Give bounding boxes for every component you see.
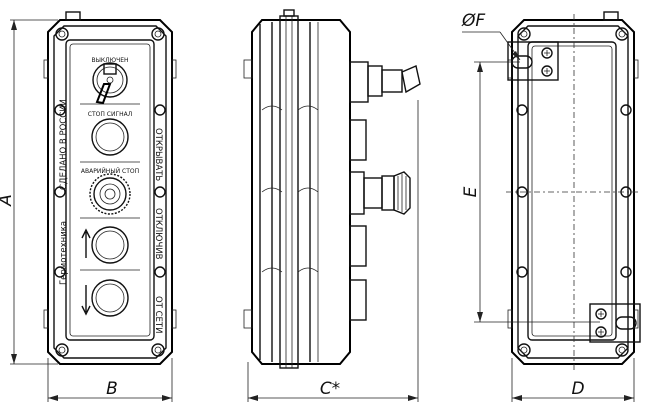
mounting-bracket-top	[507, 41, 559, 81]
button-label-2: СТОП СИГНАЛ	[88, 111, 132, 118]
dimension-a-label: A	[0, 194, 16, 207]
brand-text: Гермотехника	[59, 221, 69, 285]
dimension-f-label: ØF	[461, 11, 485, 31]
button-label-3: АВАРИЙНЫЙ СТОП	[81, 168, 139, 175]
push-button-up	[81, 226, 129, 264]
mounting-bracket-bottom	[589, 303, 641, 343]
dimension-b: B	[47, 358, 173, 402]
dimension-d-label: D	[571, 379, 584, 399]
dimension-c-label: C*	[320, 379, 340, 399]
emergency-stop-button	[89, 173, 131, 215]
dimension-e: E	[461, 61, 600, 323]
dimension-c: C*	[247, 100, 419, 402]
open-text: ОТКРЫВАТЬ	[153, 128, 163, 181]
button-label-1: ВЫКЛЮЧЕН	[91, 57, 128, 64]
side-view	[243, 9, 421, 369]
dimension-a: A	[0, 19, 58, 365]
from-mains-text: ОТ СЕТИ	[153, 296, 163, 333]
disconnect-text: ОТКЛЮЧИВ	[153, 208, 163, 260]
key-switch	[92, 62, 128, 105]
dimension-f: ØF	[461, 11, 521, 61]
dimension-e-label: E	[461, 186, 481, 197]
front-view: ВЫКЛЮЧЕН СТОП СИГНАЛ АВАРИЙНЫЙ СТОП	[43, 11, 177, 365]
dimension-b-label: B	[106, 379, 118, 399]
made-in-russia-text: СДЕЛАНО В РОССИИ	[59, 99, 69, 190]
back-view	[506, 11, 641, 372]
dimension-d: D	[511, 358, 635, 402]
push-button-stop	[91, 118, 129, 156]
push-button-down	[81, 279, 129, 317]
